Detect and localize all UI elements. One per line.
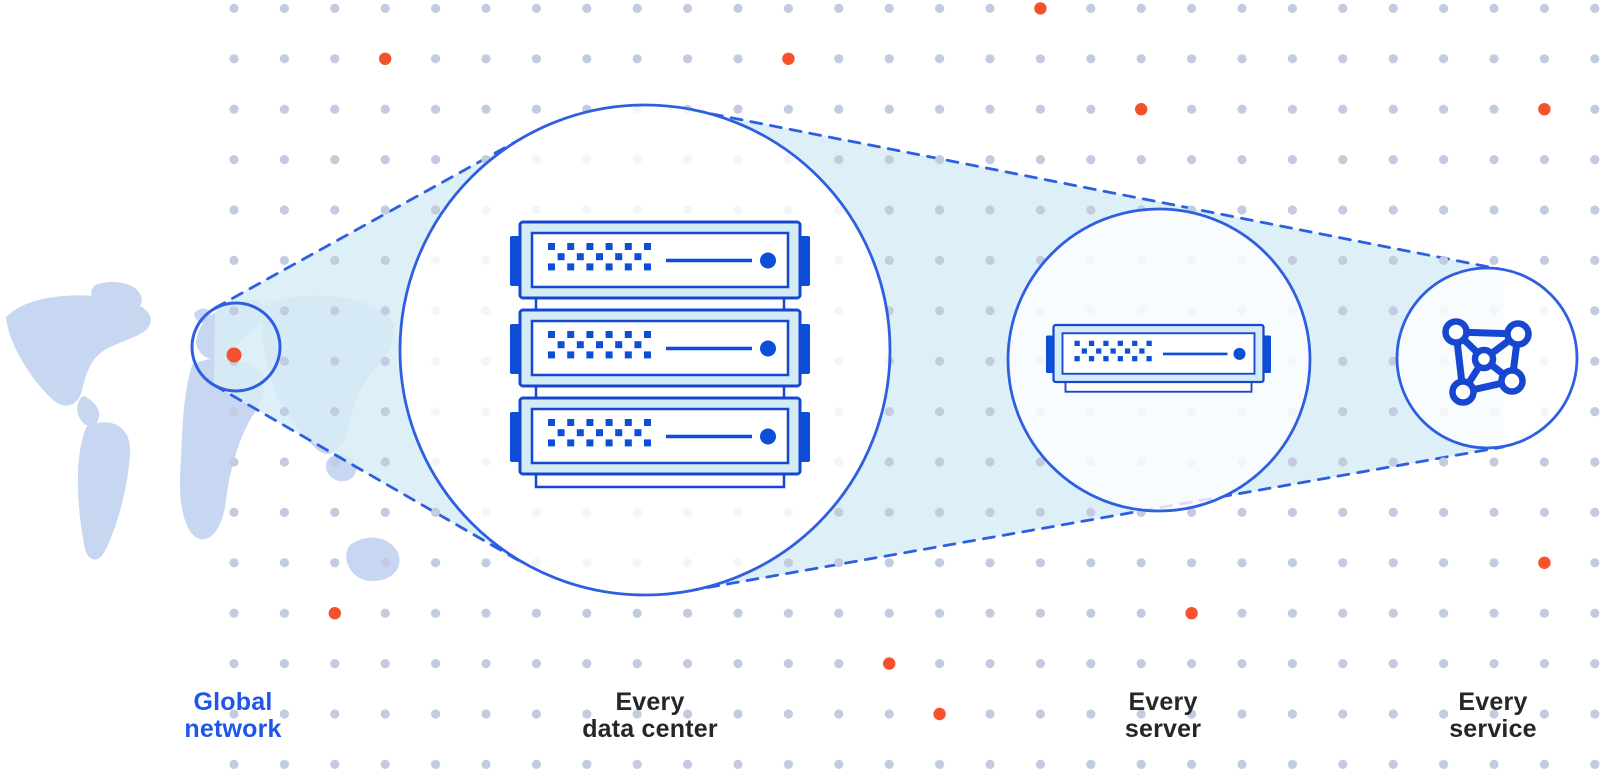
server-rack-stack	[508, 220, 812, 489]
cone-map-to-datacenter	[214, 136, 526, 563]
cone-dashed-edges	[212, 108, 1506, 593]
label-every-service: Every service	[1449, 689, 1537, 743]
label-line: Every	[615, 688, 685, 716]
label-global-network: Global network	[184, 689, 281, 743]
single-server	[1044, 323, 1273, 394]
label-line: service	[1449, 715, 1537, 743]
label-line: Global	[193, 688, 273, 716]
label-line: data center	[582, 715, 718, 743]
label-every-data-center: Every data center	[582, 689, 718, 743]
label-line: server	[1124, 715, 1202, 743]
label-line: Every	[1128, 688, 1198, 716]
map-zoom-circle	[190, 301, 282, 393]
service-mesh-icon	[1442, 318, 1532, 406]
label-every-server: Every server	[1125, 689, 1201, 743]
label-line: Every	[1458, 688, 1528, 716]
location-marker-dot	[226, 347, 242, 363]
label-line: network	[184, 715, 282, 743]
